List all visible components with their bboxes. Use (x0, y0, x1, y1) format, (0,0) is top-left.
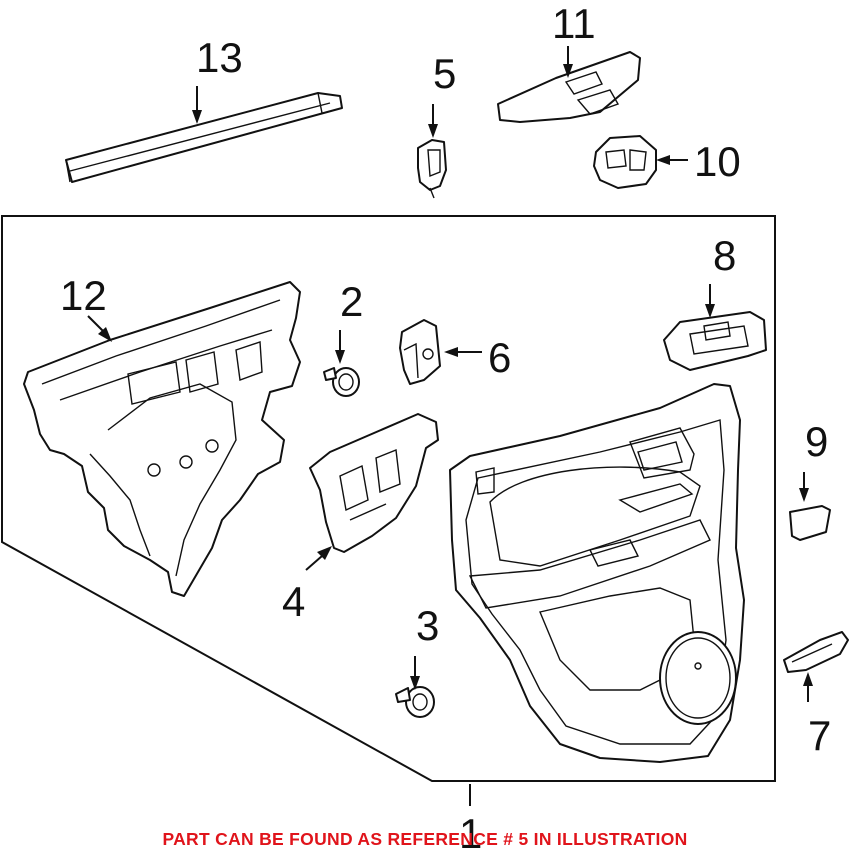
callout-10: 10 (694, 138, 741, 185)
part-13-weatherstrip (65, 92, 343, 183)
part-7-cover (783, 631, 849, 673)
callout-7: 7 (808, 712, 831, 759)
callout-12: 12 (60, 272, 107, 319)
part-11-switch-bezel (497, 51, 641, 123)
leader-lines (87, 46, 813, 806)
callout-1: 1 (459, 810, 482, 857)
callout-11: 11 (552, 0, 596, 47)
part-5-clip (417, 139, 447, 199)
part-2-grommet (323, 367, 360, 397)
part-3-grommet (395, 686, 435, 718)
part-6-bracket (399, 319, 441, 385)
callout-2: 2 (340, 278, 363, 325)
callout-4: 4 (282, 578, 305, 625)
callout-8: 8 (713, 232, 736, 279)
callout-3: 3 (416, 602, 439, 649)
part-9-cap (789, 505, 831, 541)
assembly-boundary (0, 215, 776, 782)
part-1-door-trim-panel (449, 383, 745, 763)
part-10-switch (593, 135, 657, 189)
reference-caption: PART CAN BE FOUND AS REFERENCE # 5 IN IL… (162, 829, 688, 849)
callout-6: 6 (488, 334, 511, 381)
callout-5: 5 (433, 50, 456, 97)
callout-13: 13 (196, 34, 243, 81)
callout-9: 9 (805, 418, 828, 465)
part-12-door-inner-panel (23, 281, 301, 597)
part-8-switch-panel (663, 311, 767, 371)
part-4-bracket (309, 413, 439, 553)
